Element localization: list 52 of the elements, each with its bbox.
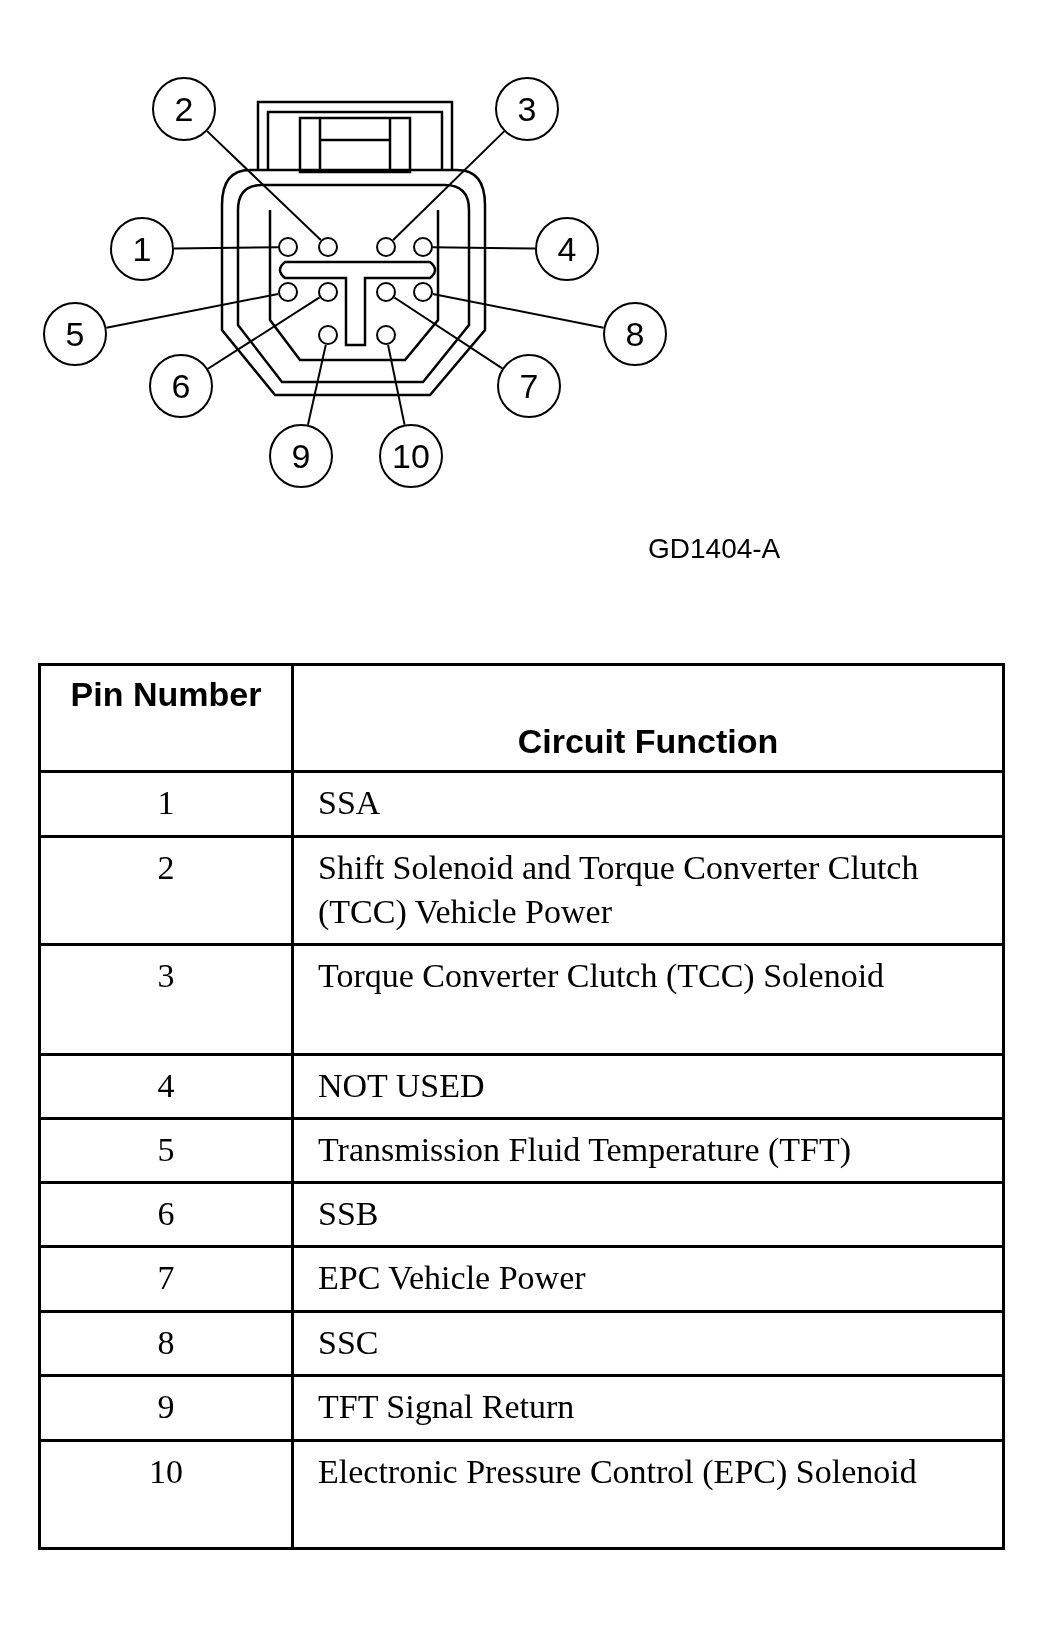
circuit-function: SSC [318,1324,379,1361]
pin-number: 2 [157,849,175,886]
callout-number: 4 [535,217,599,281]
pin-number: 5 [157,1131,175,1168]
pin-socket [318,325,338,345]
callout-number: 3 [495,77,559,141]
circuit-function: TFT Signal Return [318,1388,575,1425]
leader-line [206,130,322,242]
circuit-function: NOT USED [318,1067,485,1104]
pin-number: 7 [157,1259,175,1296]
callout-number: 9 [269,424,333,488]
callout-number: 8 [603,302,667,366]
pin-number: 6 [157,1195,175,1232]
leader-line [431,292,605,329]
circuit-function: Electronic Pressure Control (EPC) Solenoid [318,1453,917,1490]
callout-number: 10 [379,424,443,488]
figure-code: GD1404-A [648,533,781,565]
callout-number: 5 [43,302,107,366]
circuit-function: Transmission Fluid Temperature (TFT) [318,1131,852,1168]
pin-number: 9 [157,1388,175,1425]
circuit-function: EPC Vehicle Power [318,1259,586,1296]
pin-socket [278,282,298,302]
circuit-function: SSB [318,1195,379,1232]
pin-socket [413,237,433,257]
pin-number: 8 [157,1324,175,1361]
circuit-function: Shift Solenoid and Torque Converter Clutch (TCC) Vehicle Power [318,849,919,931]
pin-socket [376,325,396,345]
callout-number: 1 [110,217,174,281]
leader-line [306,343,327,426]
column-header: Pin Number [70,675,262,713]
leader-line [387,343,406,426]
callout-number: 2 [152,77,216,141]
pin-socket [413,282,433,302]
leader-line [432,246,536,250]
pin-number: 3 [157,957,175,994]
callout-number: 7 [497,354,561,418]
pin-socket [318,237,338,257]
pin-number: 4 [157,1067,175,1104]
pin-socket [376,237,396,257]
leader-line [392,130,506,241]
leader-line [105,292,280,329]
callout-number: 6 [149,354,213,418]
pin-socket [278,237,298,257]
circuit-function: Torque Converter Clutch (TCC) Solenoid [318,957,885,994]
pin-number: 1 [157,784,175,821]
leader-line [393,296,504,370]
leader-line [173,246,279,250]
pin-number: 10 [149,1453,183,1490]
pin-socket [318,282,338,302]
column-header: Circuit Function [517,722,779,761]
circuit-function: SSA [318,784,381,821]
pin-socket [376,282,396,302]
